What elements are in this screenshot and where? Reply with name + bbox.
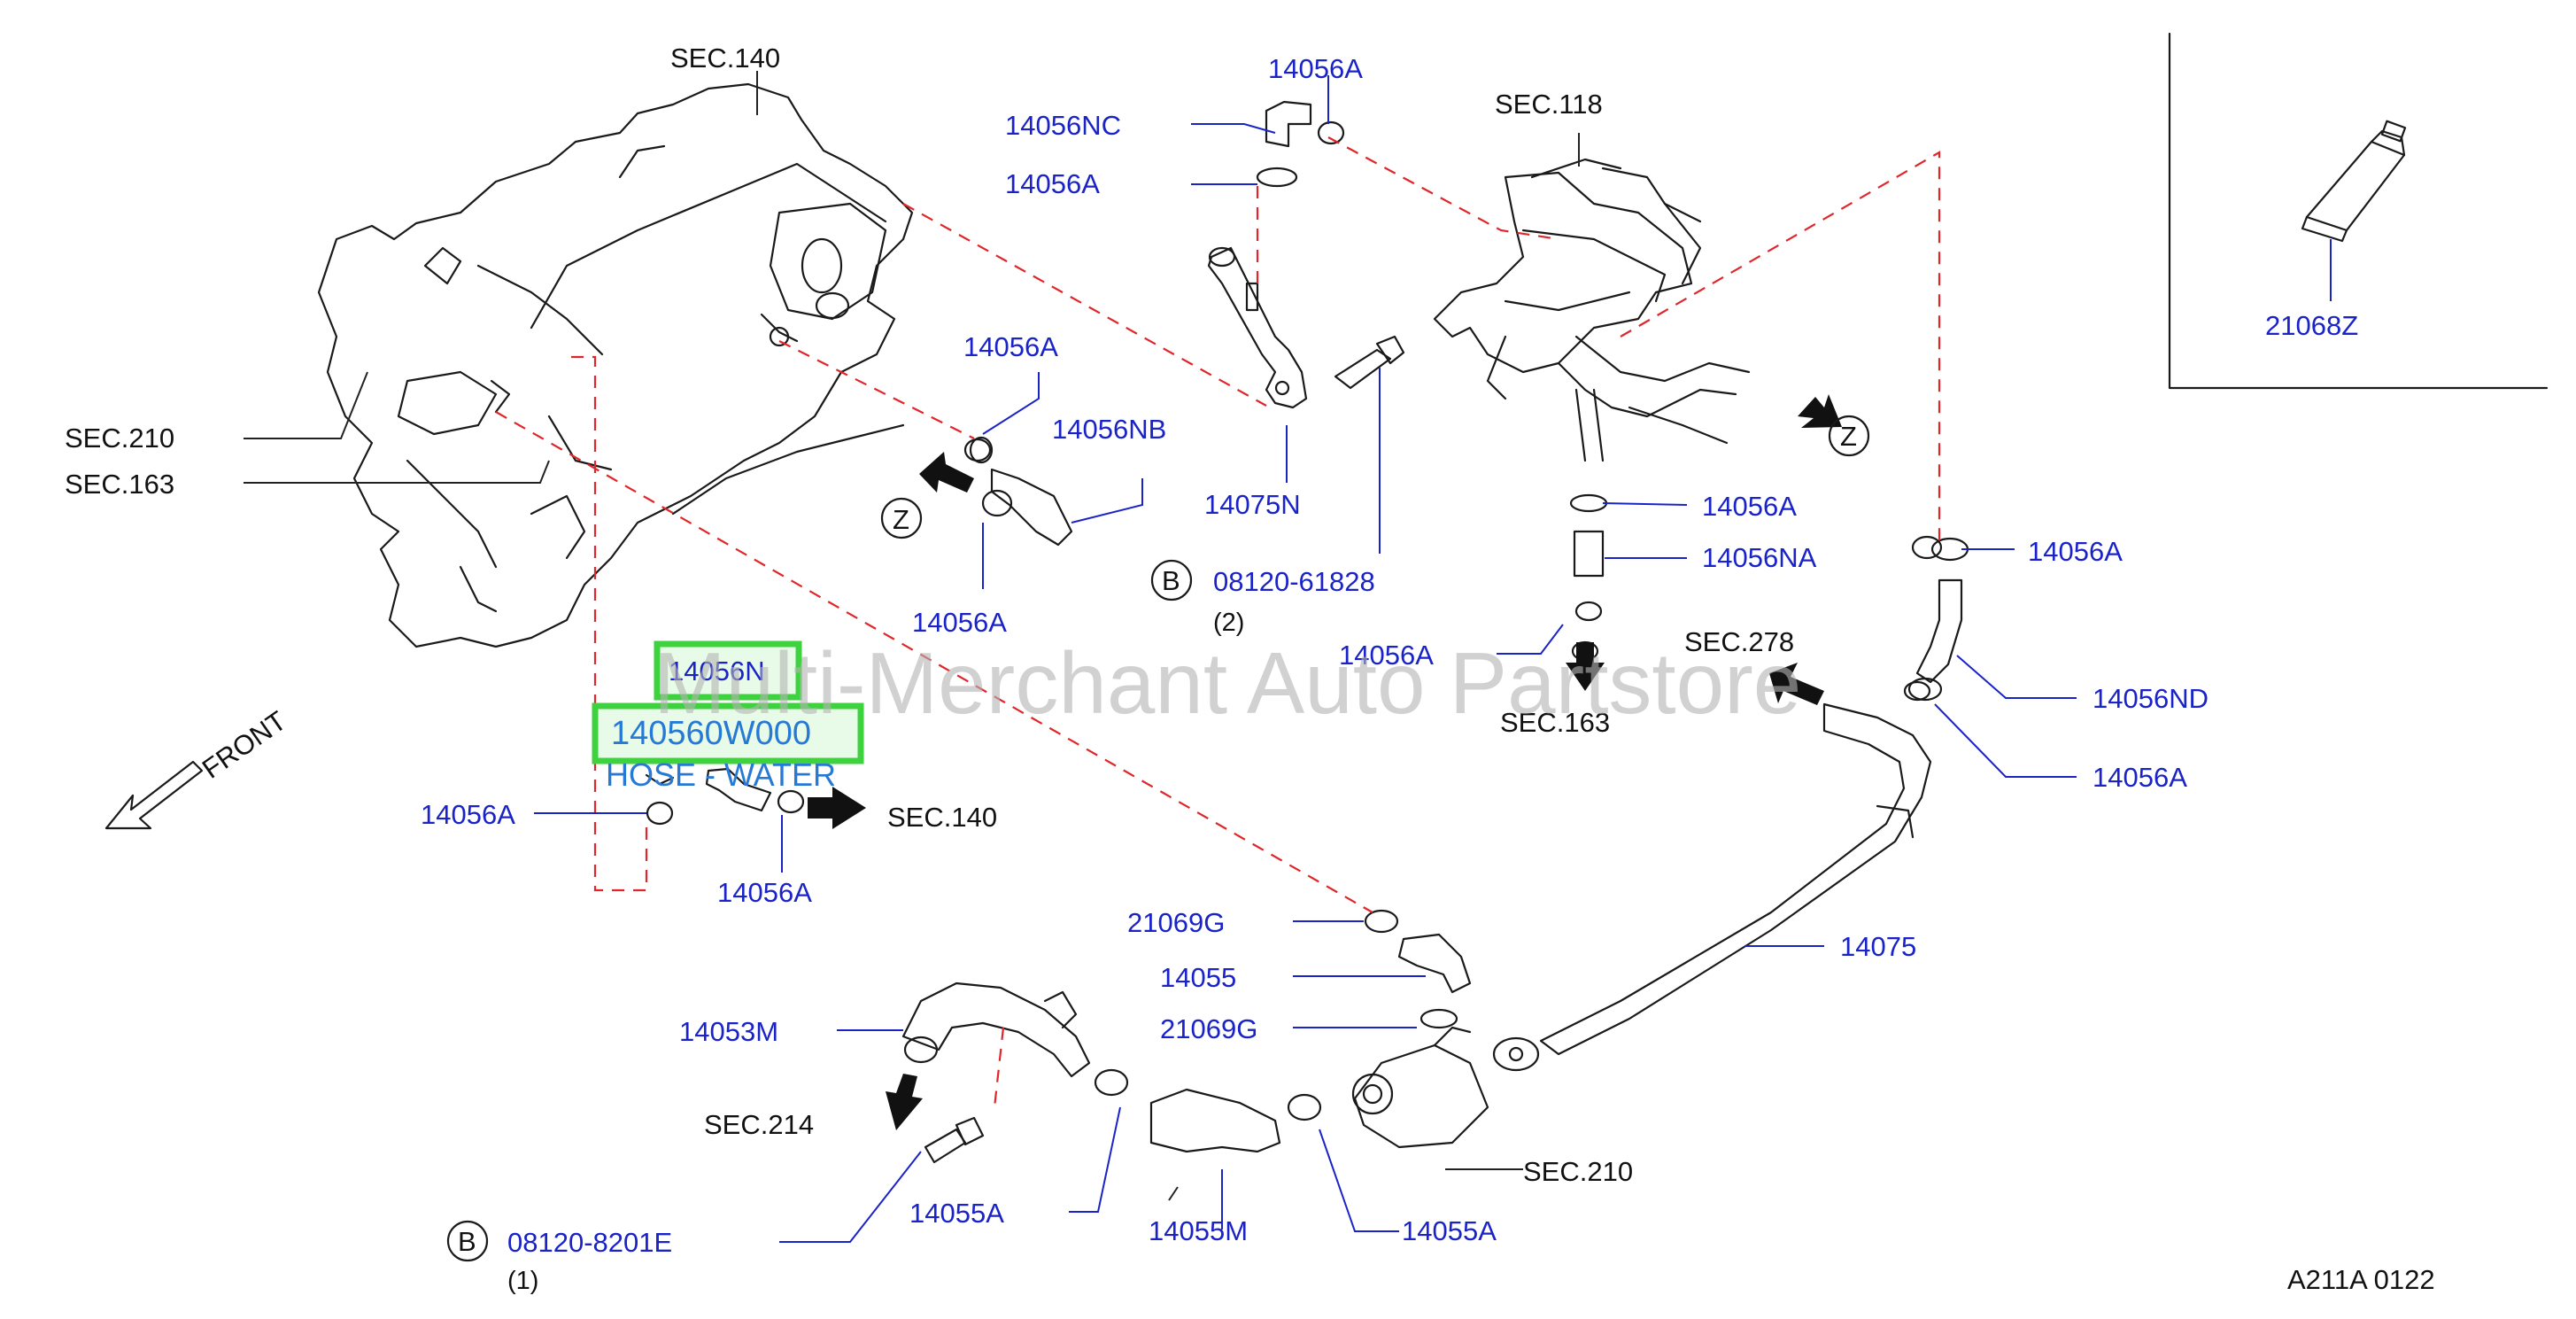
label-14056A-mid[interactable]: 14056A: [963, 331, 1058, 362]
label-14056A-top[interactable]: 14056A: [1268, 53, 1363, 84]
z-marker-right: [1828, 415, 1870, 457]
engine-block-drawing: [317, 82, 914, 648]
front-direction-indicator: FRONT: [104, 705, 292, 830]
label-sec210-left[interactable]: SEC.210: [65, 423, 174, 454]
highlighted-part-tooltip[interactable]: 14056N 140560W000 HOSE - WATER: [592, 640, 864, 793]
label-sec214[interactable]: SEC.214: [704, 1109, 814, 1140]
highlight-label[interactable]: 14056N: [669, 656, 765, 687]
hose-14055M-drawing[interactable]: [1094, 1068, 1322, 1153]
leader-lines: [244, 71, 2077, 1243]
label-14075N[interactable]: 14075N: [1204, 489, 1301, 520]
arrow-to-Z-left: [919, 452, 974, 493]
water-pipe-assembly-drawing: [1433, 158, 1751, 462]
bolt-08120-61828-drawing[interactable]: [1334, 335, 1405, 390]
bolt-08120-8201E-drawing[interactable]: [924, 1116, 985, 1164]
highlight-box-partnumber[interactable]: [592, 702, 864, 764]
label-14056A-top2[interactable]: 14056A: [1005, 168, 1100, 199]
label-sec210-bottom[interactable]: SEC.210: [1523, 1156, 1633, 1187]
hose-14056NB-drawing[interactable]: [963, 438, 1073, 547]
label-14056A-left[interactable]: 14056A: [421, 799, 515, 830]
hose-14056N-drawing[interactable]: [645, 767, 805, 826]
hose-14056NC-drawing[interactable]: [1256, 100, 1345, 188]
hose-14055-drawing[interactable]: [1364, 909, 1472, 1029]
label-qty-1: (1): [507, 1267, 538, 1295]
label-14055M[interactable]: 14055M: [1149, 1215, 1248, 1246]
z-marker-right-text: Z: [1840, 421, 1857, 452]
pipe-14075N-drawing[interactable]: [1207, 246, 1308, 409]
sealant-tube-drawing[interactable]: [2301, 120, 2407, 243]
hose-14056NA-drawing[interactable]: [1569, 493, 1608, 622]
label-14055A-2[interactable]: 14055A: [1402, 1215, 1497, 1246]
label-14075[interactable]: 14075: [1840, 931, 1916, 962]
arrow-to-sec214: [886, 1074, 923, 1130]
label-qty-2: (2): [1213, 609, 1244, 637]
label-sec118[interactable]: SEC.118: [1495, 89, 1603, 120]
b-marker-bottom-text: B: [458, 1226, 476, 1257]
front-label: FRONT: [197, 705, 292, 785]
label-14056ND[interactable]: 14056ND: [2093, 683, 2209, 714]
b-marker-top: [1150, 559, 1193, 601]
label-sec163-mid[interactable]: SEC.163: [1500, 707, 1610, 738]
highlight-part-number[interactable]: 140560W000: [611, 715, 811, 752]
label-14056NA[interactable]: 14056NA: [1702, 542, 1817, 573]
direction-arrows: [808, 394, 1842, 1130]
label-14056NB[interactable]: 14056NB: [1052, 414, 1166, 445]
label-21069G-1[interactable]: 21069G: [1127, 907, 1225, 938]
dashed-connection-lines: [495, 136, 1941, 1108]
label-sec140-top[interactable]: SEC.140: [670, 43, 780, 74]
arrow-to-Z-right: [1798, 394, 1842, 428]
hose-14053M-drawing[interactable]: [901, 981, 1091, 1078]
diagram-code: A211A 0122: [2287, 1264, 2435, 1295]
b-marker-bottom: [446, 1220, 489, 1262]
pipe-14075-drawing[interactable]: [1492, 702, 1932, 1072]
z-marker-left-text: Z: [893, 504, 909, 535]
label-14055[interactable]: 14055: [1160, 962, 1236, 993]
label-sec163-left[interactable]: SEC.163: [65, 469, 174, 500]
arrow-to-sec163: [1566, 642, 1605, 691]
watermark-text: Multi-Merchant Auto Partstore: [654, 634, 1801, 732]
front-arrow-icon: [104, 760, 204, 830]
label-14053M[interactable]: 14053M: [679, 1016, 778, 1047]
circle-markers: Z Z B B: [446, 415, 1870, 1262]
label-14056A-far2[interactable]: 14056A: [2093, 762, 2187, 793]
inset-panel: 21068Z: [2168, 32, 2549, 390]
callout-labels: SEC.140 SEC.118 SEC.210 SEC.163 SEC.140 …: [65, 43, 2435, 1295]
label-14056NC[interactable]: 14056NC: [1005, 110, 1121, 141]
arrow-to-sec278: [1769, 663, 1824, 705]
hose-14056ND-drawing[interactable]: [1907, 537, 1969, 702]
arrow-to-sec140: [808, 787, 866, 829]
label-14056A-r2[interactable]: 14056A: [1339, 640, 1434, 671]
label-21068Z[interactable]: 21068Z: [2265, 310, 2358, 341]
label-08120-61828[interactable]: 08120-61828: [1213, 566, 1375, 597]
label-14056A-far[interactable]: 14056A: [2028, 536, 2123, 567]
label-sec140-mid[interactable]: SEC.140: [887, 802, 997, 833]
highlight-description: HOSE - WATER: [606, 756, 836, 793]
water-inlet-drawing[interactable]: [1351, 1026, 1489, 1149]
label-14055A-1[interactable]: 14055A: [909, 1198, 1004, 1229]
label-14056A-mid2[interactable]: 14056A: [912, 607, 1007, 638]
label-21069G-2[interactable]: 21069G: [1160, 1013, 1257, 1044]
label-14056A-low[interactable]: 14056A: [717, 877, 812, 908]
highlight-box-label[interactable]: [654, 640, 802, 701]
z-marker-left: [880, 497, 923, 539]
b-marker-top-text: B: [1162, 565, 1180, 596]
label-14056A-r1[interactable]: 14056A: [1702, 491, 1797, 522]
label-08120-8201E[interactable]: 08120-8201E: [507, 1227, 672, 1258]
label-sec278[interactable]: SEC.278: [1684, 626, 1794, 657]
